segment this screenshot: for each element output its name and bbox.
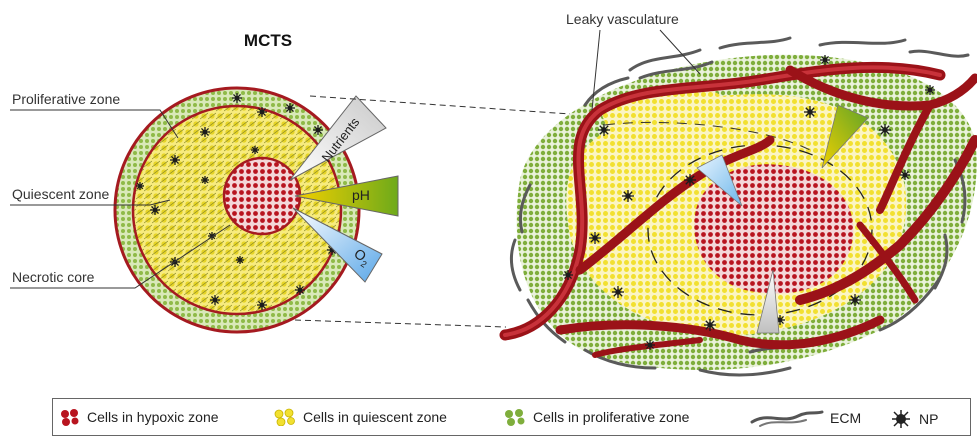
np-marker	[295, 285, 305, 295]
legend-label-proliferative: Cells in proliferative zone	[533, 409, 689, 425]
np-marker	[251, 146, 259, 154]
quiescent-cells-icon	[273, 408, 297, 426]
np-marker	[925, 85, 935, 95]
label-quiescent-zone: Quiescent zone	[12, 186, 109, 202]
np-marker	[684, 174, 696, 186]
np-marker	[563, 270, 573, 280]
legend-label-hypoxic: Cells in hypoxic zone	[87, 409, 219, 425]
hypoxic-cells-icon	[59, 408, 81, 426]
np-marker	[257, 107, 267, 117]
legend-item-quiescent: Cells in quiescent zone	[273, 408, 447, 426]
np-marker	[804, 106, 816, 118]
legend-item-hypoxic: Cells in hypoxic zone	[59, 408, 219, 426]
np-marker	[879, 124, 891, 136]
np-marker	[622, 190, 634, 202]
mcts-title: MCTS	[244, 31, 292, 50]
ecm-icon	[750, 408, 824, 428]
np-marker	[150, 205, 160, 215]
legend-label-np: NP	[919, 411, 938, 427]
np-marker	[704, 319, 716, 331]
legend-item-proliferative: Cells in proliferative zone	[503, 408, 689, 426]
legend-label-ecm: ECM	[830, 410, 861, 426]
legend-item-ecm: ECM	[750, 408, 861, 428]
np-marker	[612, 286, 624, 298]
np-marker	[200, 127, 210, 137]
label-leaky-vasculature: Leaky vasculature	[566, 11, 679, 27]
np-marker	[589, 232, 601, 244]
np-marker	[900, 170, 910, 180]
np-marker	[313, 125, 323, 135]
np-marker	[170, 155, 180, 165]
label-necrotic-core: Necrotic core	[12, 269, 95, 285]
np-marker	[645, 340, 655, 350]
proliferative-cells-icon	[503, 408, 527, 426]
np-marker	[136, 182, 144, 190]
np-icon	[889, 408, 913, 430]
label-ph: pH	[352, 187, 370, 203]
np-marker	[232, 93, 242, 103]
np-marker	[257, 300, 267, 310]
np-marker	[285, 103, 295, 113]
np-marker	[236, 256, 244, 264]
legend-item-np: NP	[889, 408, 938, 430]
label-proliferative-zone: Proliferative zone	[12, 91, 120, 107]
np-marker	[210, 295, 220, 305]
np-marker	[201, 176, 209, 184]
np-marker	[820, 55, 830, 65]
legend-label-quiescent: Cells in quiescent zone	[303, 409, 447, 425]
np-marker	[849, 294, 861, 306]
np-marker	[598, 124, 610, 136]
legend: Cells in hypoxic zone Cells in quiescent…	[52, 398, 971, 436]
